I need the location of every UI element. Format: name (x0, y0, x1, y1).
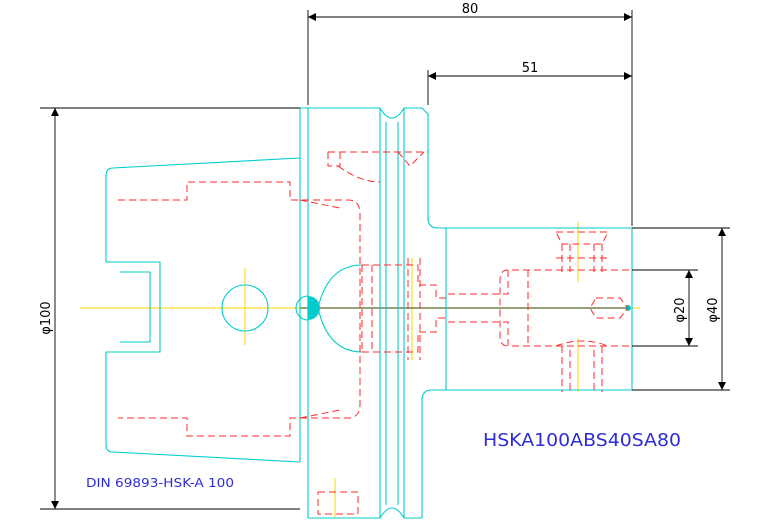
standard-label: DIN 69893-HSK-A 100 (86, 476, 234, 490)
dim-diameter-bore: φ20 (673, 297, 688, 322)
part-number-label: HSKA100ABS40SA80 (483, 430, 681, 451)
dim-diameter-shank: φ40 (706, 297, 721, 322)
dim-length-total: 80 (462, 2, 479, 17)
part-outline (105, 107, 633, 519)
hidden-lines (118, 151, 632, 515)
dim-diameter-flange: φ100 (39, 301, 54, 334)
dimension-lines (40, 10, 730, 510)
dim-length-body: 51 (522, 61, 539, 76)
